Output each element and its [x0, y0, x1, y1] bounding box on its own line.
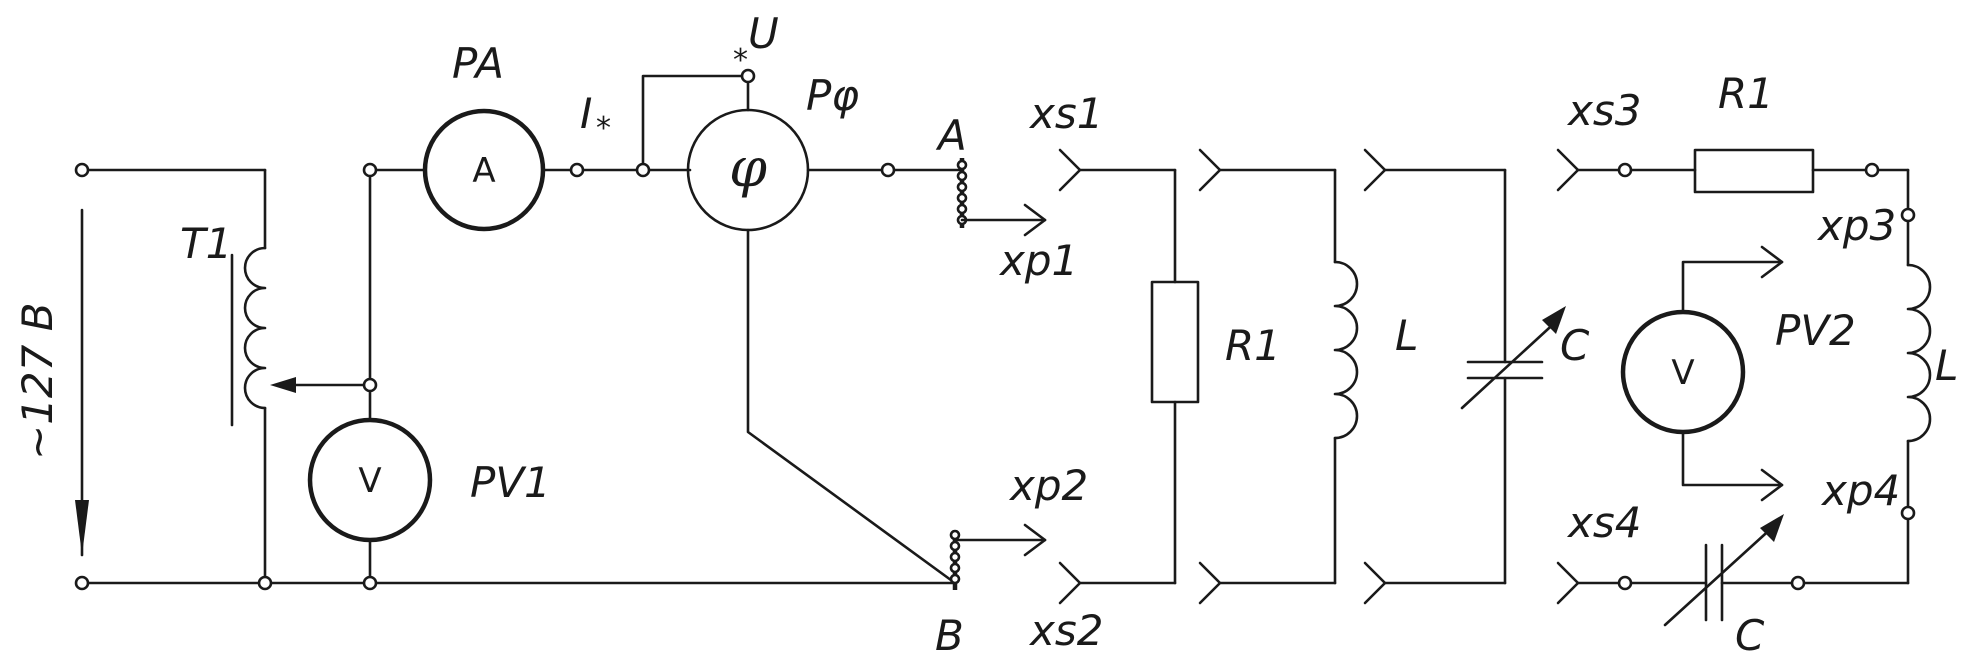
capacitor-module — [1363, 148, 1566, 605]
voltage-terminal-label: U — [748, 9, 779, 58]
transformer-label: T1 — [180, 219, 232, 268]
node — [1617, 162, 1633, 178]
xp3-label: xp3 — [1816, 201, 1896, 250]
node — [362, 162, 378, 178]
node — [740, 68, 756, 84]
module-l-label: L — [1395, 311, 1418, 360]
input-terminal-bottom — [74, 575, 90, 591]
voltage-star-mark: * — [733, 43, 748, 78]
source-voltage-label: ~127 B — [13, 302, 62, 460]
xp1-label: xp1 — [998, 236, 1078, 285]
xs1-label: xs1 — [1028, 89, 1103, 138]
autotransformer-t1 — [230, 168, 372, 585]
node — [257, 575, 273, 591]
xs4-label: xs4 — [1566, 498, 1641, 547]
module-c-label: C — [1560, 321, 1590, 370]
plug-b — [949, 523, 1047, 590]
xp2-label: xp2 — [1008, 461, 1088, 510]
node — [1864, 162, 1880, 178]
node — [635, 162, 651, 178]
xs2-label: xs2 — [1028, 606, 1103, 655]
voltmeter1-symbol: V — [358, 461, 381, 501]
ammeter-symbol: A — [472, 151, 495, 191]
voltmeter1-label: PV1 — [470, 458, 551, 507]
plug-a — [956, 158, 1047, 237]
phase-meter: φ — [641, 74, 964, 585]
source-wires — [75, 168, 957, 585]
voltmeter2-symbol: V — [1671, 353, 1694, 393]
current-star-mark: * — [596, 111, 611, 146]
series-l-label: L — [1935, 341, 1958, 390]
node — [362, 377, 378, 393]
node — [1900, 207, 1916, 223]
node — [880, 162, 896, 178]
current-terminal-label: I — [580, 89, 592, 138]
voltmeter-pv1: V — [307, 417, 433, 543]
node — [1790, 575, 1806, 591]
series-rlc-circuit: V — [1556, 148, 1932, 627]
xs3-label: xs3 — [1566, 86, 1641, 135]
node — [569, 162, 585, 178]
module-r1-label: R1 — [1225, 321, 1281, 370]
node — [1617, 575, 1633, 591]
resistor-module — [1058, 148, 1200, 605]
ammeter-pa: A — [422, 108, 546, 232]
phase-meter-label: Pφ — [806, 71, 859, 120]
terminal-b-label: B — [935, 611, 964, 660]
ammeter-label: PA — [452, 39, 504, 88]
series-r1-label: R1 — [1718, 69, 1774, 118]
terminal-a-label: A — [935, 111, 967, 160]
xp4-label: xp4 — [1820, 466, 1900, 515]
phase-symbol: φ — [729, 136, 767, 199]
node — [362, 575, 378, 591]
input-terminal-top — [74, 162, 90, 178]
inductor-module — [1198, 148, 1359, 605]
node — [1900, 505, 1916, 521]
voltmeter2-label: PV2 — [1775, 306, 1856, 355]
series-c-label: C — [1735, 611, 1765, 660]
